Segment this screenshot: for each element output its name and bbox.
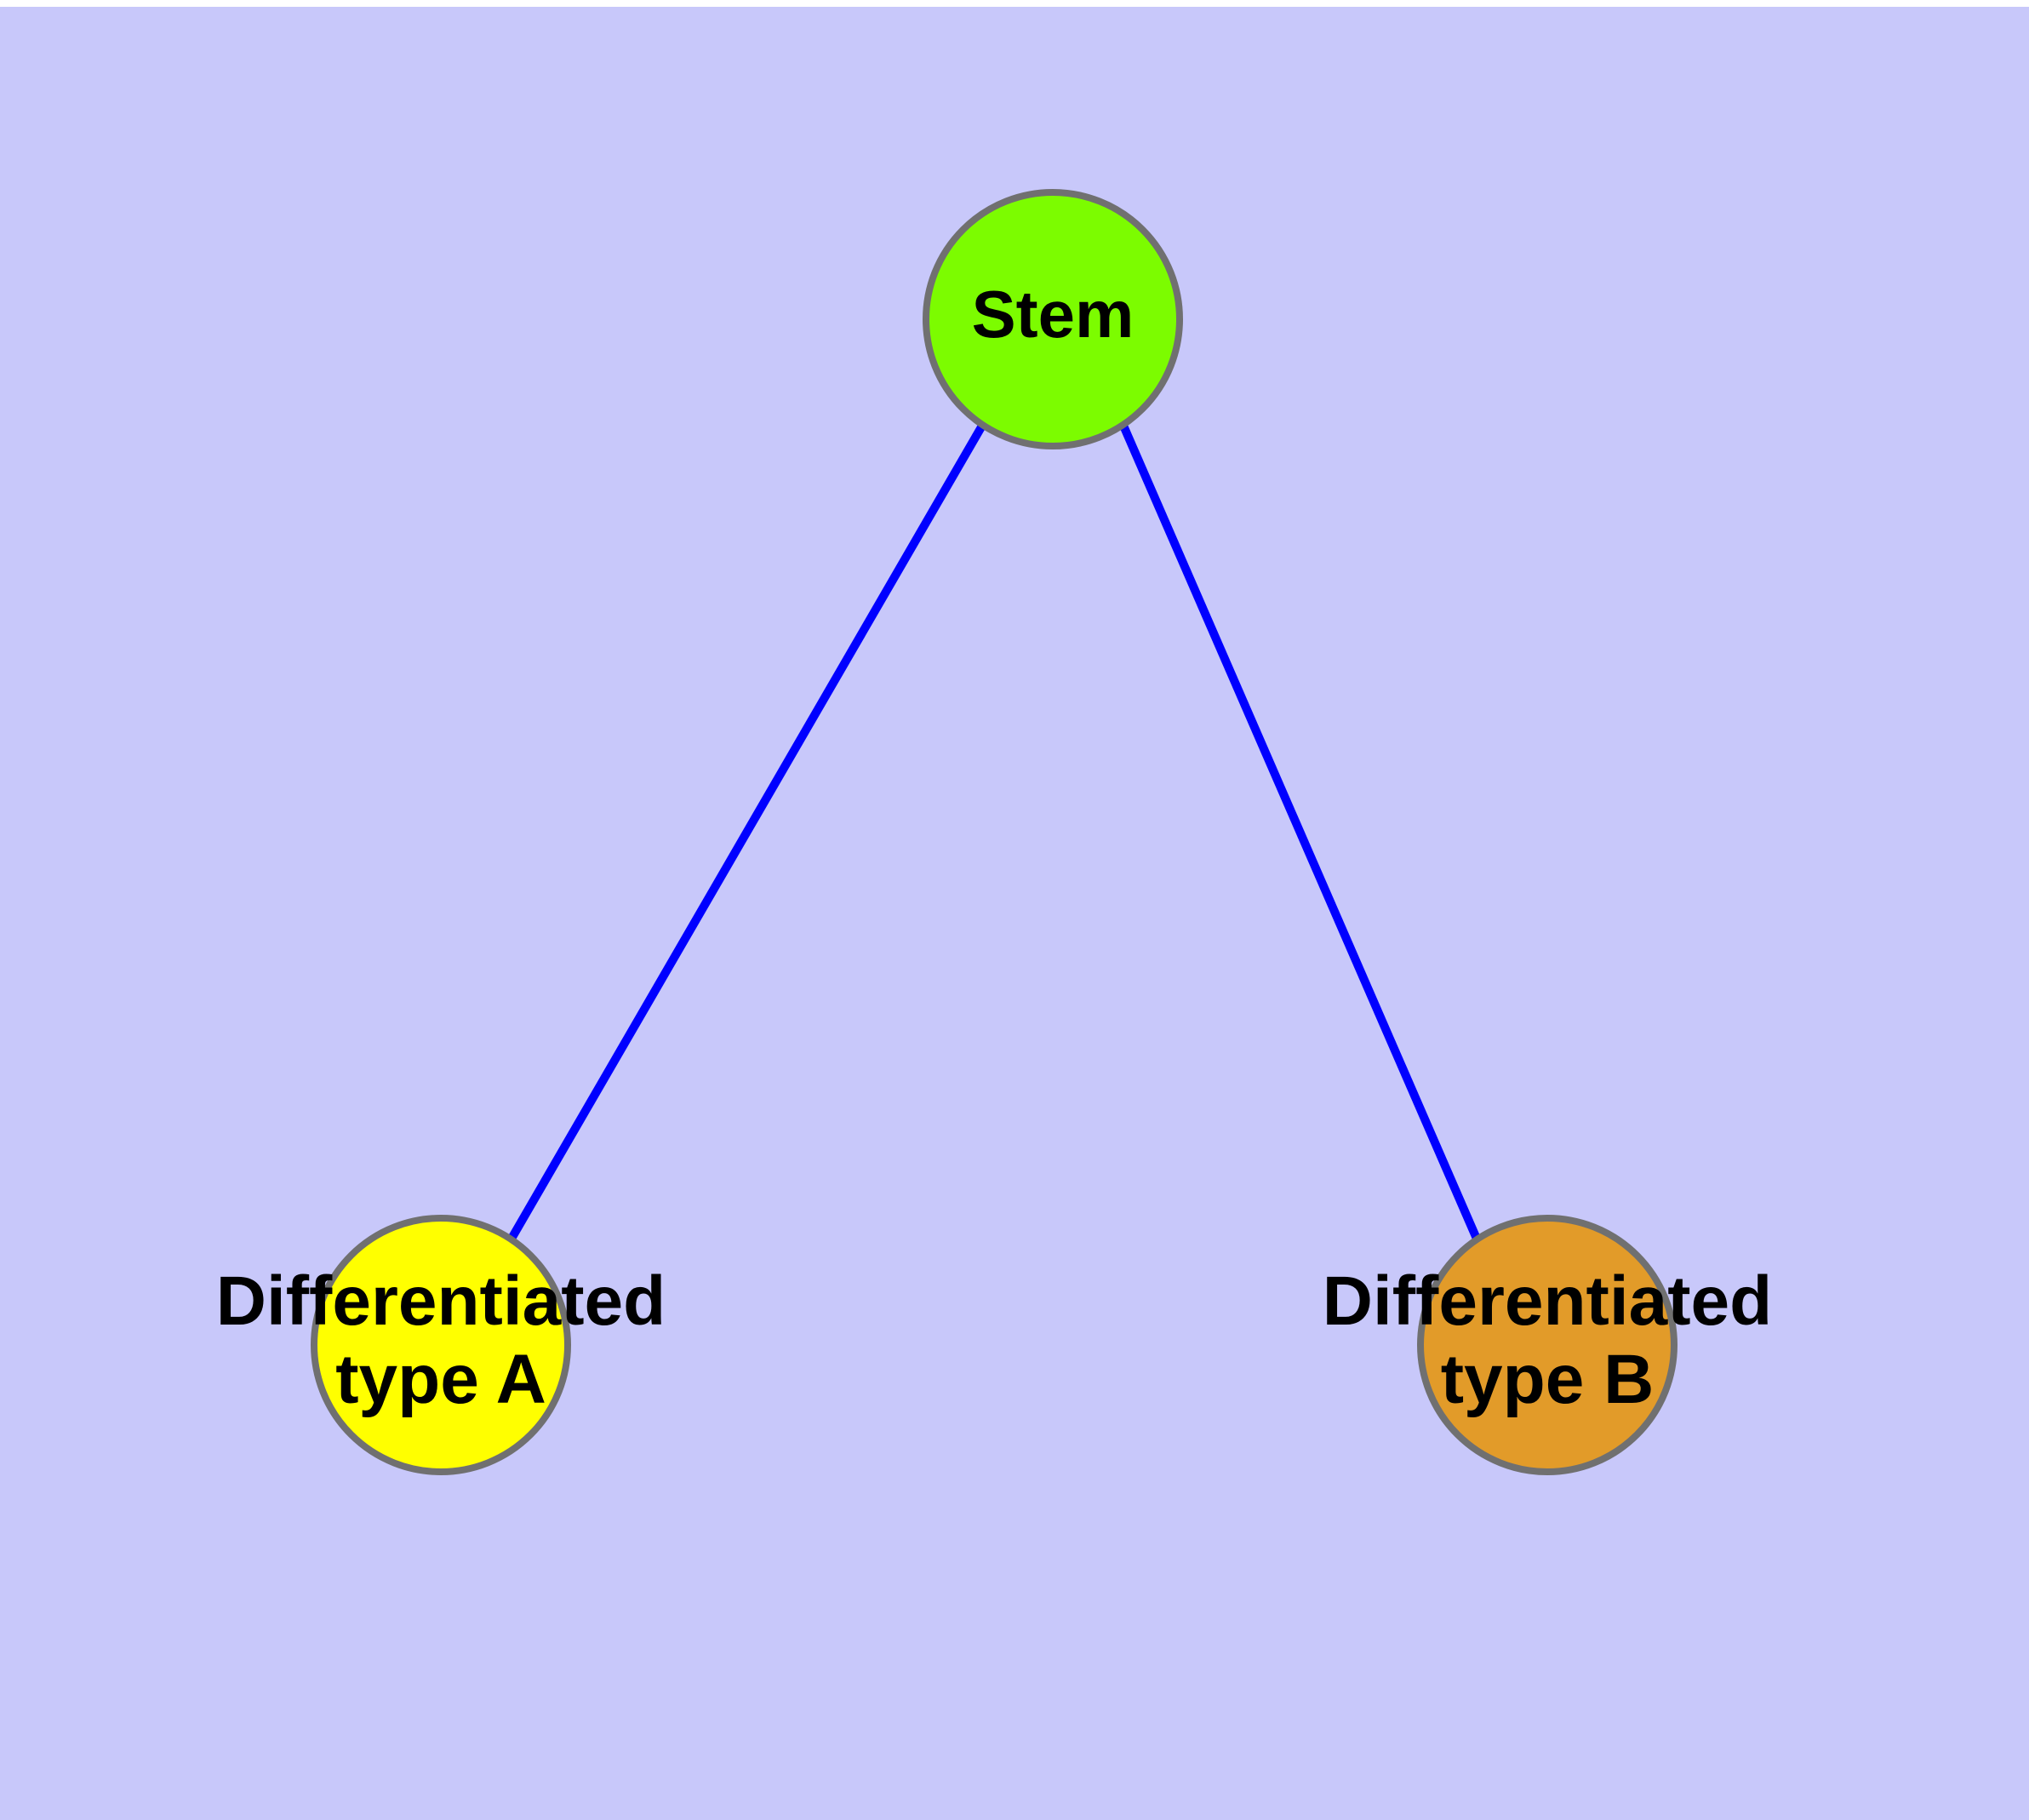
- node-label-stem: Stem: [972, 277, 1135, 352]
- edges-group: [507, 423, 1481, 1241]
- node-label-line: Stem: [972, 277, 1135, 352]
- node-label-line: type A: [335, 1341, 546, 1418]
- node-label-line: type B: [1441, 1341, 1655, 1418]
- node-circle-type_a[interactable]: [311, 1215, 571, 1475]
- node-label-line: Differentiated: [216, 1262, 666, 1340]
- node-stem[interactable]: Stem: [923, 189, 1183, 449]
- node-label-line: Differentiated: [1323, 1262, 1773, 1340]
- node-circle-type_b[interactable]: [1417, 1215, 1677, 1475]
- node-circle-stem[interactable]: [923, 189, 1183, 449]
- edge-stem-to-type-a[interactable]: [507, 423, 986, 1241]
- edge-stem-to-type-b[interactable]: [1119, 424, 1481, 1240]
